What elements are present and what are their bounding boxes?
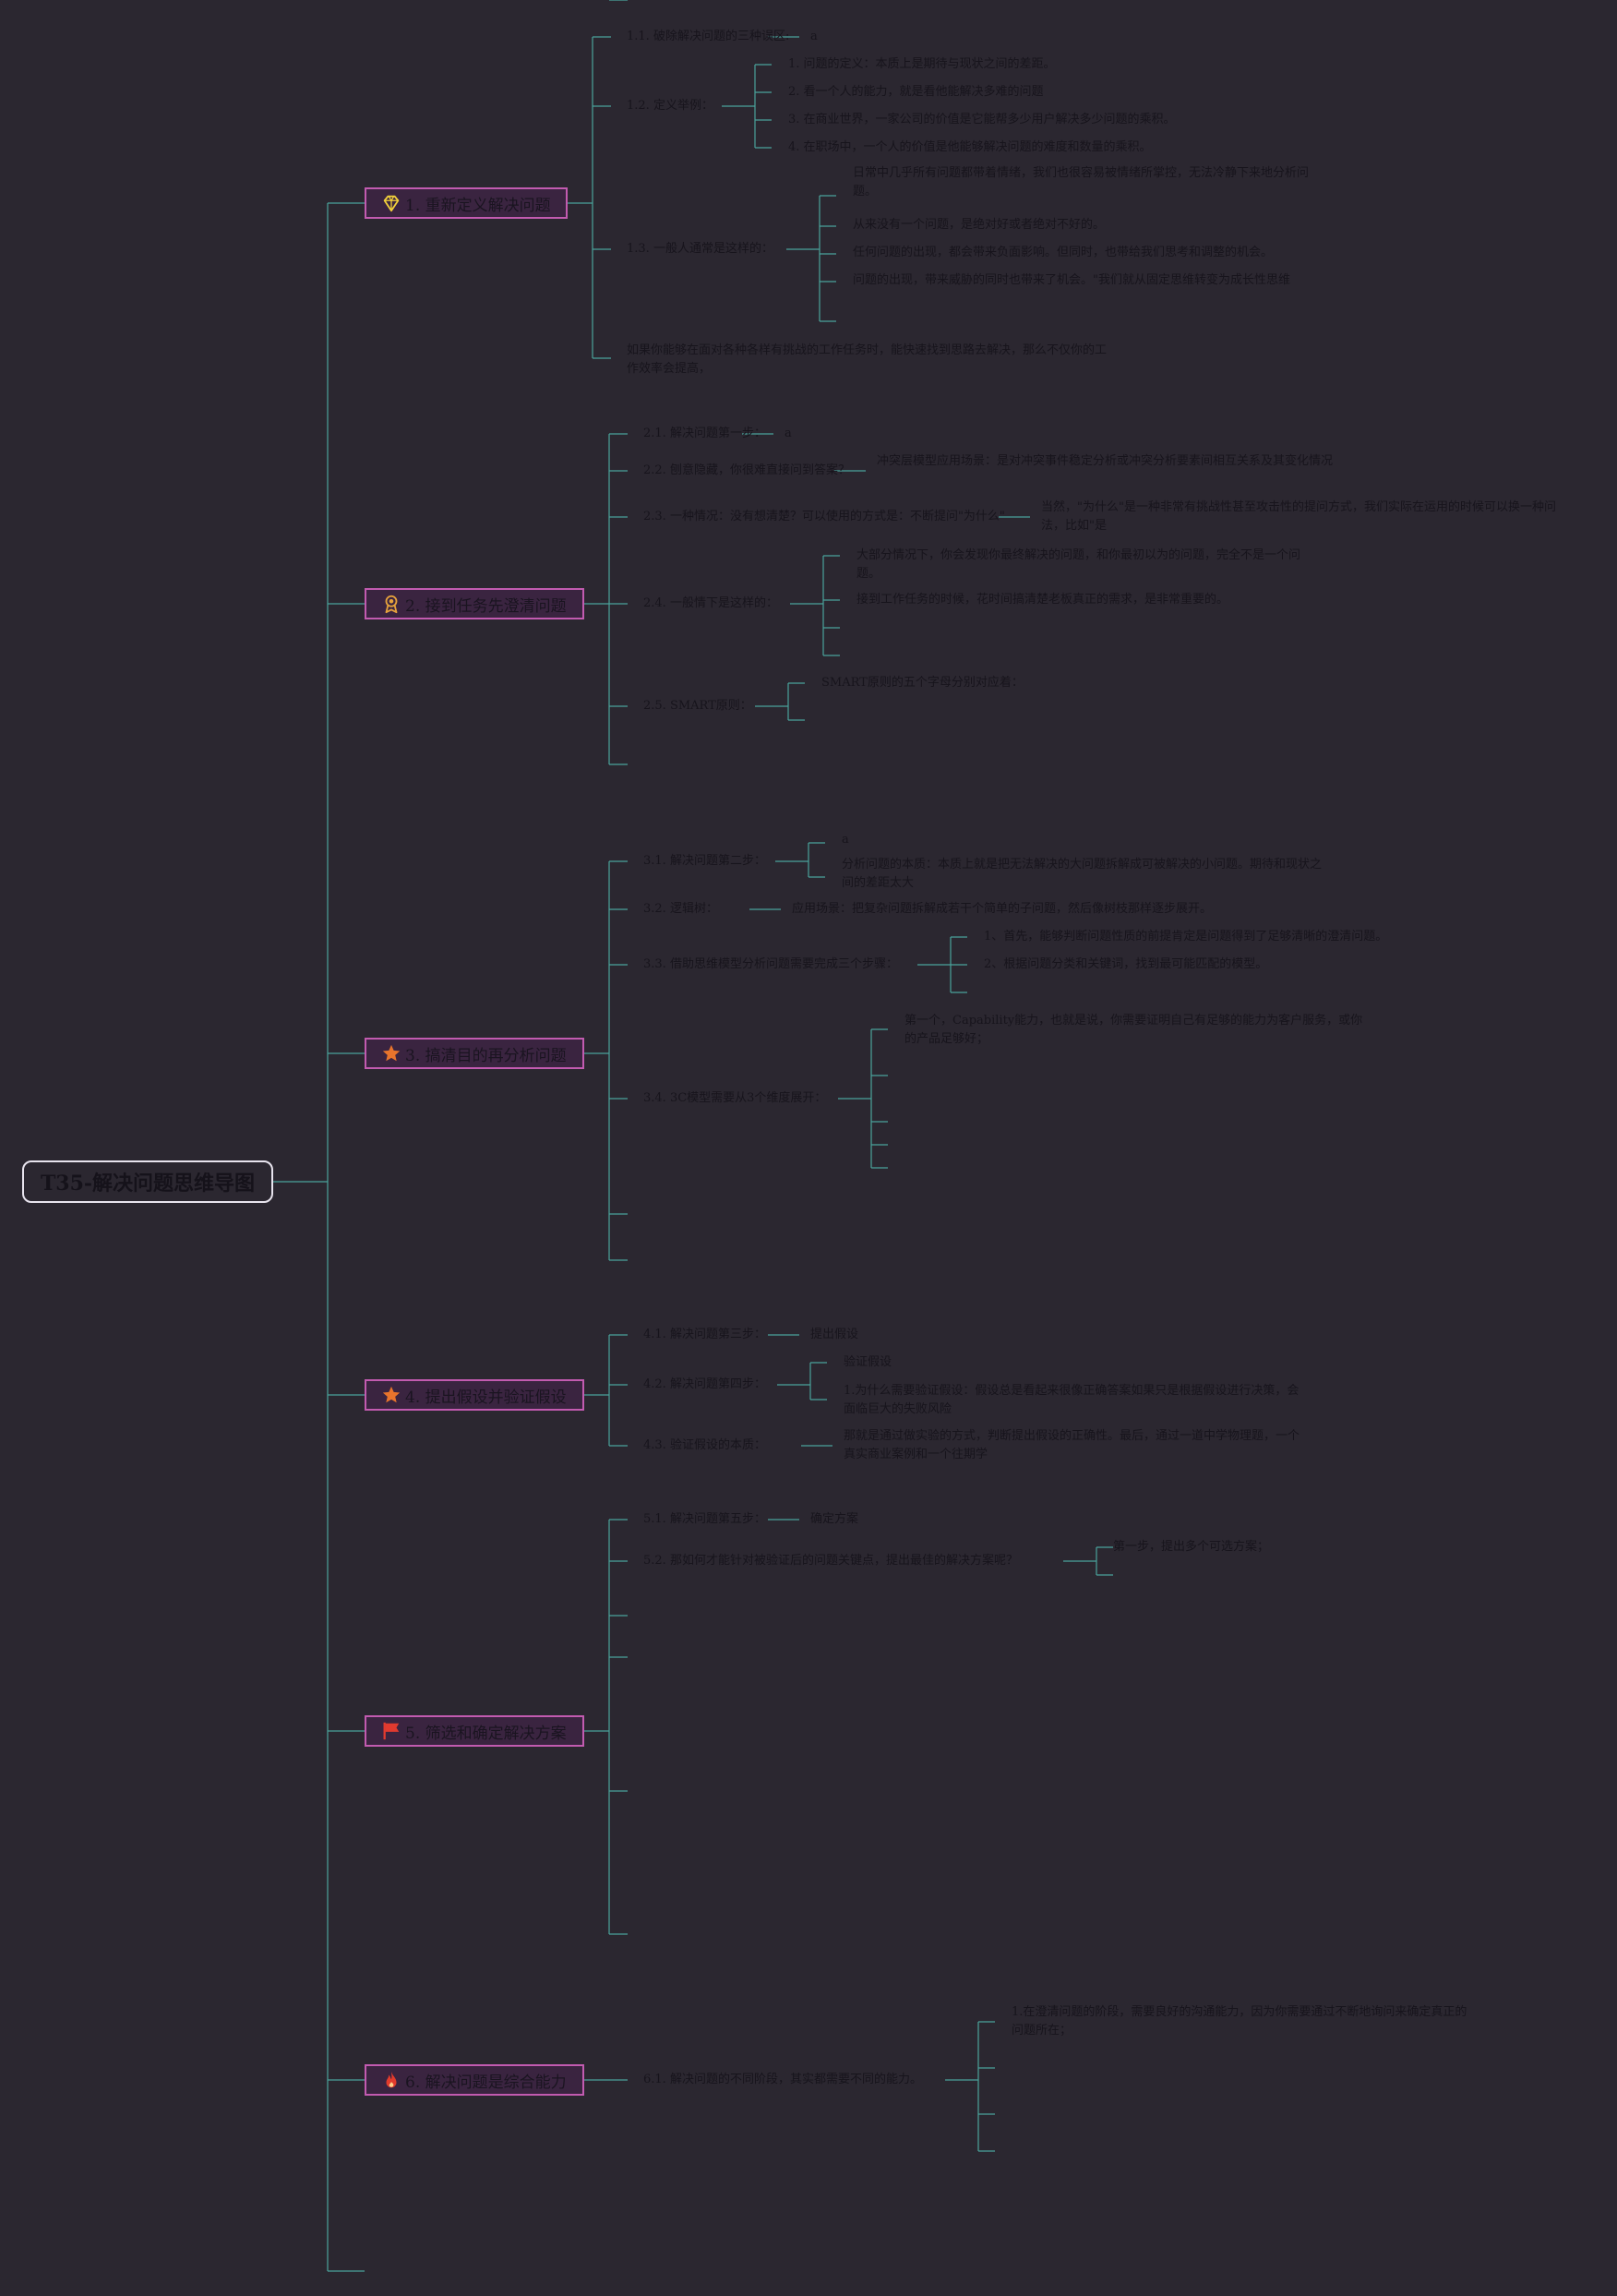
subtopic-node[interactable]: 1、首先，能够判断问题性质的前提肯定是问题得到了足够清晰的澄清问题。	[984, 930, 1388, 944]
topic-node[interactable]: 3.1. 解决问题第二步：	[643, 854, 766, 868]
subtopic-node[interactable]: 4. 在职场中，一个人的价值是他能够解决问题的难度和数量的乘积。	[788, 140, 1152, 154]
topic-node[interactable]: 3.4. 3C模型需要从3个维度展开：	[643, 1091, 827, 1105]
subtopic-node[interactable]: 冲突层模型应用场景：是对冲突事件稳定分析或冲突分析要素间相互关系及其变化情况	[877, 454, 1334, 468]
subtopic-node[interactable]: 第一个，Capability能力，也就是说，你需要证明自己有足够的能力为客户服务…	[904, 1014, 1363, 1046]
topic-node[interactable]: 2.5. SMART原则：	[643, 699, 752, 713]
subtopic-node[interactable]: 第一步，提出多个可选方案；	[1113, 1540, 1270, 1554]
branch-topic-6[interactable]: 6. 解决问题是综合能力	[365, 2064, 584, 2096]
subtopic-node[interactable]: 当然，"为什么"是一种非常有挑战性甚至攻击性的提问方式，我们实际在运用的时候可以…	[1041, 500, 1556, 533]
subtopic-node[interactable]: 2. 看一个人的能力，就是看他能解决多难的问题	[788, 85, 1044, 99]
subtopic-node[interactable]: 日常中几乎所有问题都带着情绪，我们也很容易被情绪所掌控，无法冷静下来地分析问题。	[853, 166, 1310, 198]
root-topic[interactable]: T35-解决问题思维导图	[22, 1160, 273, 1203]
subtopic-node[interactable]: 1. 问题的定义：本质上是期待与现状之间的差距。	[788, 57, 1056, 71]
subtopic-node[interactable]: 确定方案	[810, 1512, 859, 1526]
branch-label: 3. 搞清目的再分析问题	[405, 1046, 567, 1065]
subtopic-node[interactable]: 验证假设	[844, 1355, 892, 1369]
topic-node[interactable]: 1.3. 一般人通常是这样的：	[627, 242, 773, 256]
subtopic-node[interactable]: 提出假设	[810, 1328, 859, 1341]
topic-node[interactable]: 2.2. 刨意隐藏，你很难直接问到答案？	[643, 463, 850, 477]
branch-topic-4[interactable]: 4. 提出假设并验证假设	[365, 1379, 584, 1411]
topic-node[interactable]: 2.1. 解决问题第一步：	[643, 427, 766, 440]
topic-node[interactable]: 4.1. 解决问题第三步：	[643, 1328, 766, 1341]
subtopic-node[interactable]: 1.为什么需要验证假设：假设总是看起来很像正确答案如果只是根据假设进行决策，会面…	[844, 1384, 1300, 1416]
award-icon	[381, 594, 401, 614]
topic-node[interactable]: 5.1. 解决问题第五步：	[643, 1512, 766, 1526]
subtopic-node[interactable]: 大部分情况下，你会发现你最终解决的问题，和你最初以为的问题，完全不是一个问题。	[856, 548, 1301, 581]
star-icon	[381, 1043, 401, 1064]
subtopic-node[interactable]: SMART原则的五个字母分别对应着：	[821, 676, 1024, 690]
topic-node[interactable]: 6.1. 解决问题的不同阶段，其实都需要不同的能力。	[643, 2073, 922, 2086]
subtopic-node[interactable]: 1.在澄清问题的阶段，需要良好的沟通能力，因为你需要通过不断地询问来确定真正的问…	[1012, 2005, 1467, 2038]
subtopic-node[interactable]: 应用场景：把复杂问题拆解成若干个简单的子问题，然后像树枝那样逐步展开。	[792, 902, 1213, 916]
topic-node[interactable]: 2.4. 一般情下是这样的：	[643, 596, 778, 610]
topic-node[interactable]: 5.2. 那如何才能针对被验证后的问题关键点，提出最佳的解决方案呢？	[643, 1554, 1018, 1568]
subtopic-node[interactable]: a	[810, 30, 818, 43]
subtopic-node[interactable]: 接到工作任务的时候，花时间搞清楚老板真正的需求，是非常重要的。	[856, 593, 1229, 607]
topic-node[interactable]: 2.3. 一种情况：没有想清楚？可以使用的方式是：不断提问"为什么"	[643, 510, 1005, 523]
subtopic-node[interactable]: 问题的出现，带来威胁的同时也带来了机会。"我们就从固定思维转变为成长性思维	[853, 273, 1290, 287]
topic-node[interactable]: 如果你能够在面对各种各样有挑战的工作任务时，能快速找到思路去解决，那么不仅你的工…	[627, 343, 1108, 376]
subtopic-node[interactable]: a	[785, 427, 792, 440]
topic-node[interactable]: 4.2. 解决问题第四步：	[643, 1377, 766, 1391]
subtopic-node[interactable]: a	[842, 833, 849, 847]
branch-topic-2[interactable]: 2. 接到任务先澄清问题	[365, 588, 584, 619]
branch-topic-5[interactable]: 5. 筛选和确定解决方案	[365, 1715, 584, 1747]
branch-label: 1. 重新定义解决问题	[405, 196, 551, 215]
branch-label: 6. 解决问题是综合能力	[405, 2073, 567, 2092]
branch-label: 4. 提出假设并验证假设	[405, 1388, 567, 1407]
branch-label: 2. 接到任务先澄清问题	[405, 596, 567, 616]
flag-icon	[381, 1721, 401, 1741]
branch-topic-1[interactable]: 1. 重新定义解决问题	[365, 187, 568, 219]
branch-label: 5. 筛选和确定解决方案	[405, 1724, 567, 1743]
diamond-icon	[381, 193, 401, 213]
star-icon	[381, 1385, 401, 1405]
subtopic-node[interactable]: 那就是通过做实验的方式，判断提出假设的正确性。最后，通过一道中学物理题，一个真实…	[844, 1429, 1300, 1461]
subtopic-node[interactable]: 2、根据问题分类和关键词，找到最可能匹配的模型。	[984, 957, 1268, 971]
subtopic-node[interactable]: 分析问题的本质：本质上就是把无法解决的大问题拆解成可被解决的小问题。期待和现状之…	[842, 858, 1323, 890]
topic-node[interactable]: 3.3. 借助思维模型分析问题需要完成三个步骤：	[643, 957, 898, 971]
topic-node[interactable]: 3.2. 逻辑树：	[643, 902, 718, 916]
subtopic-node[interactable]: 3. 在商业世界，一家公司的价值是它能帮多少用户解决多少问题的乘积。	[788, 113, 1176, 126]
subtopic-node[interactable]: 任何问题的出现，都会带来负面影响。但同时，也带给我们思考和调整的机会。	[853, 246, 1274, 259]
topic-node[interactable]: 1.1. 破除解决问题的三种误区:	[627, 30, 790, 43]
branch-topic-3[interactable]: 3. 搞清目的再分析问题	[365, 1038, 584, 1069]
topic-node[interactable]: 4.3. 验证假设的本质：	[643, 1438, 766, 1452]
subtopic-node[interactable]: 从来没有一个问题，是绝对好或者绝对不好的。	[853, 218, 1106, 232]
fire-icon	[381, 2070, 401, 2090]
topic-node[interactable]: 1.2. 定义举例：	[627, 99, 713, 113]
